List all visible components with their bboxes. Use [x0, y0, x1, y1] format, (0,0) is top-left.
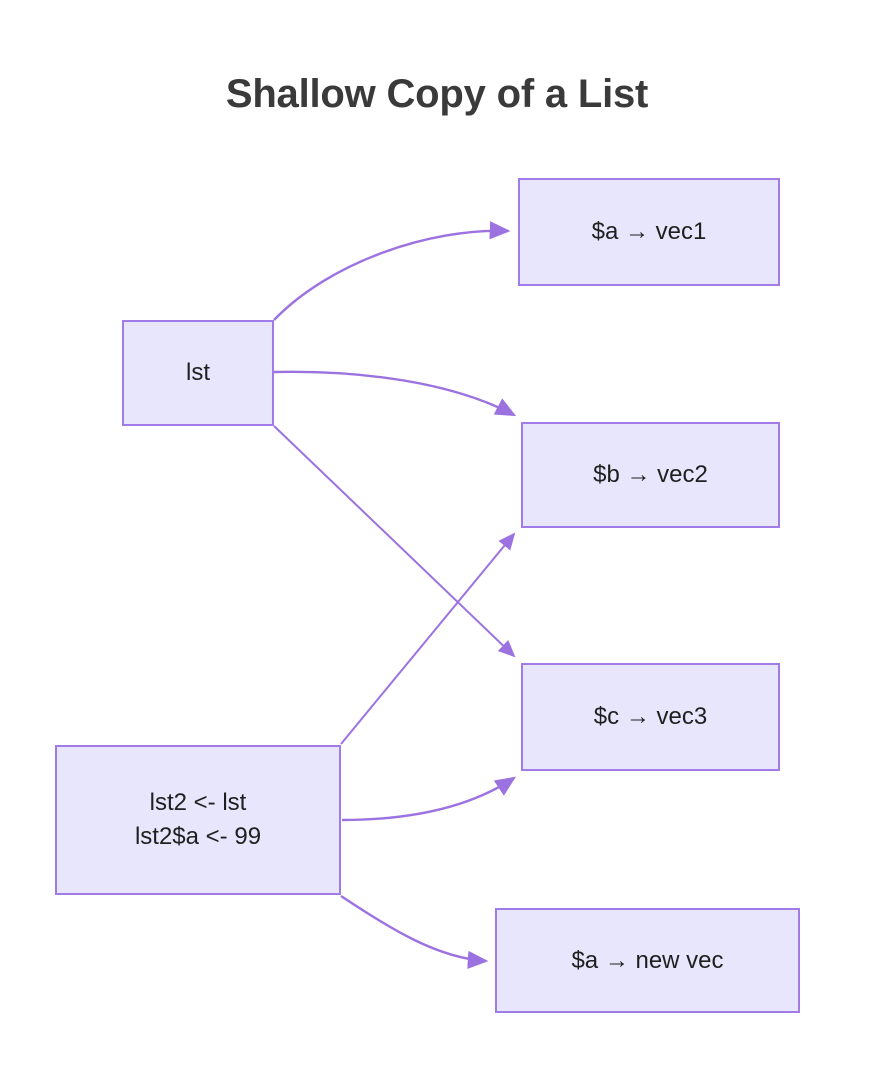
node-vec3[interactable]: $c → vec3 — [521, 663, 780, 771]
edge-lst2-to-vec3 — [341, 776, 516, 822]
page-title: Shallow Copy of a List — [225, 72, 649, 116]
edge-lst-to-vec2 — [273, 370, 517, 417]
node-vec1-label: $a → vec1 — [591, 218, 707, 245]
node-lst2[interactable]: lst2 <- lst lst2$a <- 99 — [55, 745, 341, 895]
node-lst2-label-line-2: lst2$a <- 99 — [134, 823, 262, 850]
node-lst2-label-line-1: lst2 <- lst — [149, 789, 247, 816]
edge-lst-to-vec1 — [273, 221, 511, 321]
node-vec3-label: $c → vec3 — [593, 703, 708, 730]
edge-lst2-to-vec2 — [340, 532, 516, 745]
edge-lst2-to-newvec — [340, 895, 489, 969]
node-vec1[interactable]: $a → vec1 — [518, 178, 780, 286]
node-new-vec-label: $a → new vec — [571, 946, 724, 974]
node-vec2[interactable]: $b → vec2 — [521, 422, 780, 528]
edge-lst-to-vec3 — [273, 425, 516, 658]
node-vec2-label: $b → vec2 — [593, 461, 708, 488]
node-new-vec[interactable]: $a → new vec — [495, 908, 800, 1013]
node-lst-label: lst — [186, 359, 210, 386]
node-lst[interactable]: lst — [122, 320, 274, 426]
